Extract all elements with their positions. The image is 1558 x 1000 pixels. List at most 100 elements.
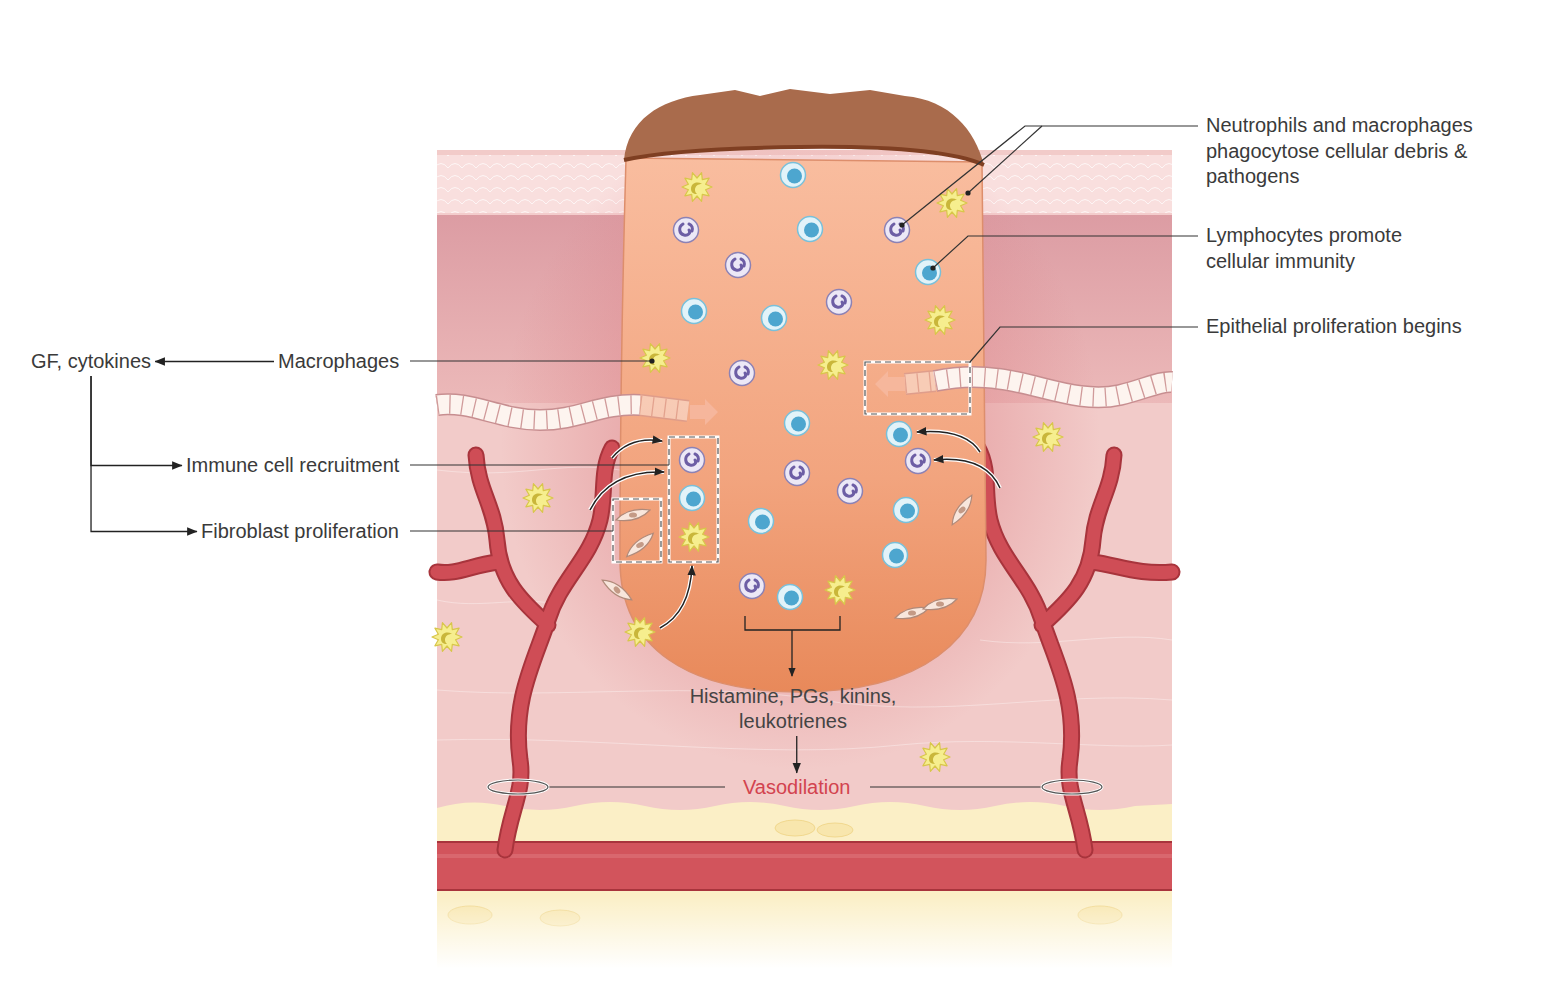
tissue-cells bbox=[432, 423, 1063, 772]
wound-cells bbox=[818, 351, 848, 380]
callout-label: Lymphocytes promote cellular immunity bbox=[1206, 223, 1446, 274]
highlight-boxes bbox=[613, 499, 661, 562]
wound-cells bbox=[894, 498, 919, 523]
vasodilation-rings bbox=[488, 780, 548, 794]
wound-cells bbox=[640, 344, 670, 373]
leader-lines bbox=[870, 786, 1042, 787]
vasodilation-rings bbox=[488, 780, 548, 794]
wound-cells bbox=[740, 574, 765, 599]
callout-label: Epithelial proliferation begins bbox=[1206, 314, 1462, 340]
tissue-cells bbox=[923, 598, 957, 609]
wound-cells bbox=[887, 422, 912, 447]
wound bbox=[624, 89, 984, 165]
highlight-boxes bbox=[613, 499, 661, 562]
dermis-fibers bbox=[437, 467, 620, 473]
wound-cells bbox=[827, 290, 852, 315]
wound-cells bbox=[726, 253, 751, 278]
cell-label: Macrophages bbox=[274, 347, 403, 376]
fat-layer bbox=[775, 820, 815, 836]
factor-text: GF, cytokines bbox=[27, 347, 155, 376]
node-text: Fibroblast proliferation bbox=[201, 519, 399, 544]
blood-vessels bbox=[978, 448, 1172, 850]
wound-cells bbox=[680, 486, 705, 511]
mediator-bracket bbox=[745, 616, 840, 630]
leader-dots bbox=[965, 190, 970, 195]
leader-dots bbox=[899, 222, 904, 227]
process-label: Immune cell recruitment bbox=[182, 451, 403, 480]
recruitment-arrows bbox=[934, 459, 1000, 488]
leader-dots bbox=[649, 190, 970, 363]
wound-cells bbox=[762, 306, 787, 331]
recruitment-arrows bbox=[590, 472, 664, 510]
blood-vessels bbox=[437, 843, 1172, 889]
node-text: Immune cell recruitment bbox=[186, 453, 399, 478]
leader-lines bbox=[902, 126, 1198, 225]
leader-dots bbox=[649, 358, 654, 363]
recruitment-arrows bbox=[660, 566, 692, 628]
process-label: Fibroblast proliferation bbox=[197, 517, 403, 546]
tissue-cells bbox=[602, 573, 632, 606]
tissue-cells bbox=[622, 533, 658, 557]
highlight-boxes bbox=[669, 437, 718, 562]
leader-lines bbox=[548, 786, 725, 787]
tissue-layers bbox=[437, 110, 1172, 1000]
wound-cells bbox=[906, 449, 931, 474]
mediator-bracket bbox=[745, 616, 840, 676]
node-text: Macrophages bbox=[278, 349, 399, 374]
wound-cells bbox=[682, 173, 712, 202]
wound-cells bbox=[781, 163, 806, 188]
recruitment-arrows bbox=[917, 431, 980, 452]
wound-cells bbox=[682, 299, 707, 324]
vasodilation-rings bbox=[1042, 780, 1102, 794]
wound-cells bbox=[916, 260, 941, 285]
tissue-cells bbox=[616, 509, 650, 520]
flow-arrow bbox=[91, 376, 182, 466]
leader-lines bbox=[410, 126, 1198, 787]
wound-cells bbox=[798, 217, 823, 242]
callout-label: Neutrophils and macrophages phagocytose … bbox=[1206, 113, 1536, 190]
wound-cells bbox=[785, 411, 810, 436]
fat-layer bbox=[817, 823, 853, 837]
leader-dots bbox=[930, 265, 935, 270]
wound-cells bbox=[674, 218, 699, 243]
tissue-cells bbox=[920, 743, 950, 772]
dermis-fibers bbox=[980, 637, 1172, 643]
tissue-cells bbox=[1033, 423, 1063, 452]
wound bbox=[620, 158, 986, 692]
wound-cells bbox=[749, 509, 774, 534]
dermis-fibers bbox=[437, 600, 560, 605]
wound-cells bbox=[680, 448, 705, 473]
leader-lines bbox=[410, 360, 650, 361]
leader-lines bbox=[410, 530, 613, 531]
blood-vessels bbox=[978, 448, 1172, 850]
mediator-bracket bbox=[791, 630, 792, 676]
recruitment-arrows bbox=[917, 431, 980, 452]
epithelium bbox=[640, 405, 688, 411]
blood-vessels bbox=[437, 841, 1172, 891]
mediator-label: Histamine, PGs, kinins, leukotrienes bbox=[658, 682, 928, 736]
vasodilation-rings bbox=[1042, 780, 1102, 794]
tissue-cells bbox=[625, 618, 655, 647]
epithelium bbox=[437, 404, 640, 420]
leader-lines bbox=[410, 464, 669, 465]
blood-vessels bbox=[437, 448, 612, 850]
leader-lines bbox=[933, 236, 1198, 268]
tissue-cells bbox=[432, 623, 462, 652]
epithelium bbox=[905, 381, 935, 384]
dermis-fibers bbox=[437, 739, 1172, 750]
epithelium bbox=[875, 371, 905, 397]
wound-cells bbox=[925, 306, 955, 335]
recruitment-arrows bbox=[934, 459, 1000, 488]
wound-cells bbox=[730, 361, 755, 386]
epithelium bbox=[905, 381, 935, 384]
tissue-cells bbox=[945, 495, 978, 525]
epithelium bbox=[640, 405, 688, 411]
node-text: Histamine, PGs, kinins, leukotrienes bbox=[662, 684, 924, 734]
epithelium bbox=[640, 405, 688, 411]
flow-arrow bbox=[155, 361, 274, 362]
blood-vessels bbox=[437, 448, 612, 850]
node-text: Vasodilation bbox=[743, 775, 850, 800]
wound-cells bbox=[883, 543, 908, 568]
recruitment-arrows bbox=[590, 431, 1000, 628]
